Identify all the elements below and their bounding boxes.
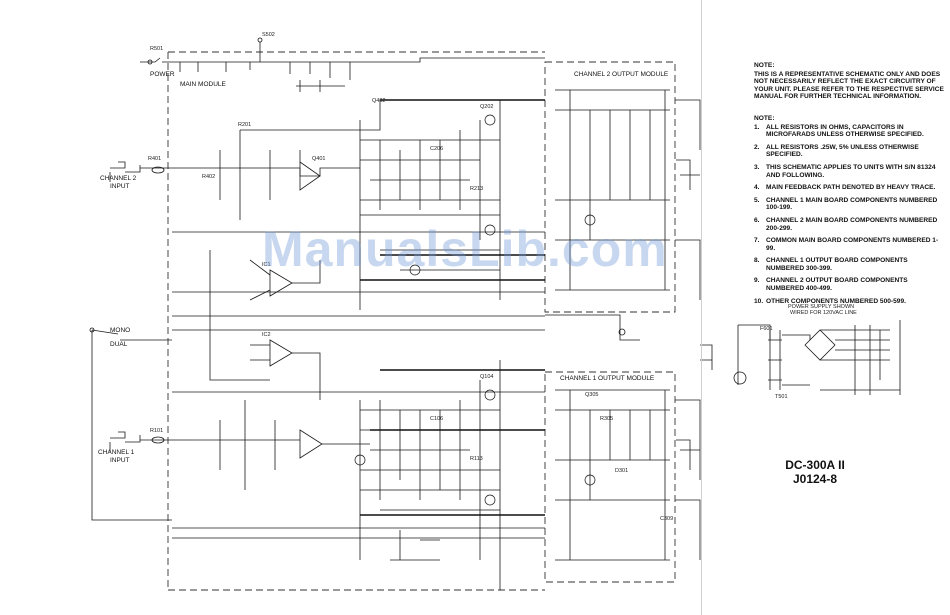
component-ref-label: Q402	[372, 98, 385, 104]
note-number: 6.	[754, 216, 760, 224]
note-text: CHANNEL 2 MAIN BOARD COMPONENTS NUMBERED…	[766, 216, 938, 232]
power-switch	[140, 57, 172, 65]
note-text: ALL RESISTORS IN OHMS, CAPACITORS IN MIC…	[766, 123, 924, 139]
note-item: 9. CHANNEL 2 OUTPUT BOARD COMPONENTS NUMB…	[754, 277, 944, 292]
ch1-output-module-boundary	[544, 371, 676, 583]
note-text: CHANNEL 2 OUTPUT BOARD COMPONENTS NUMBER…	[766, 277, 908, 293]
note-number: 9.	[754, 277, 760, 285]
component-ref-label: Q401	[312, 156, 325, 162]
note-text: ALL RESISTORS .25W, 5% UNLESS OTHERWISE …	[766, 143, 919, 159]
component-ref-label: R402	[202, 174, 215, 180]
note-text: MAIN FEEDBACK PATH DENOTED BY HEAVY TRAC…	[766, 184, 936, 192]
component-ref-label: D301	[615, 468, 628, 474]
note-text: COMMON MAIN BOARD COMPONENTS NUMBERED 1-…	[766, 237, 939, 252]
mono-dual-switch	[89, 327, 172, 521]
note-number: 2.	[754, 143, 760, 151]
main-module-boundary	[167, 51, 545, 591]
component-ref-label: IC1	[262, 262, 271, 268]
note-text: OTHER COMPONENTS NUMBERED 500-599.	[766, 297, 906, 305]
component-ref-label: R101	[150, 428, 163, 434]
model-code: J0124-8	[792, 472, 838, 486]
component-ref-label: IC2	[262, 332, 271, 338]
component-ref-label: R201	[238, 122, 251, 128]
main-module-label: MAIN MODULE	[180, 81, 227, 88]
top-rail	[172, 57, 545, 63]
component-ref-label: R305	[600, 416, 613, 422]
component-ref-label: C309	[660, 516, 673, 522]
component-ref-label: Q305	[585, 392, 598, 398]
ch1-input-jack	[109, 431, 195, 452]
page-edge	[701, 0, 702, 615]
power-supply-diagram	[733, 320, 901, 395]
note-item: 5. CHANNEL 1 MAIN BOARD COMPONENTS NUMBER…	[754, 197, 944, 212]
note-item: 7. COMMON MAIN BOARD COMPONENTS NUMBERED …	[754, 237, 944, 252]
model-name: DC-300A II	[785, 458, 845, 472]
notes-heading-1: NOTE:	[754, 62, 775, 69]
notes-list: 1. ALL RESISTORS IN OHMS, CAPACITORS IN M…	[754, 124, 944, 306]
note-item: 6. CHANNEL 2 MAIN BOARD COMPONENTS NUMBER…	[754, 217, 944, 232]
note-item: 10.OTHER COMPONENTS NUMBERED 500-599.	[754, 298, 944, 306]
manualslib-watermark: ManualsLib.com	[262, 221, 668, 277]
component-ref-label: R501	[150, 46, 163, 52]
component-ref-label: T501	[775, 394, 788, 400]
component-ref-label: F601	[760, 326, 773, 332]
note-item: 3. THIS SCHEMATIC APPLIES TO UNITS WITH S…	[754, 164, 944, 179]
note-text: CHANNEL 1 MAIN BOARD COMPONENTS NUMBERED…	[766, 196, 938, 212]
ch1-output-module-label: CHANNEL 1 OUTPUT MODULE	[560, 375, 655, 382]
note-item: 8. CHANNEL 1 OUTPUT BOARD COMPONENTS NUMB…	[754, 257, 944, 272]
ch2-feedback-trace	[360, 99, 545, 281]
note-number: 7.	[754, 237, 760, 245]
component-ref-label: Q104	[480, 374, 493, 380]
component-ref-label: Q202	[480, 104, 493, 110]
note-number: 8.	[754, 257, 760, 265]
note-item: 1. ALL RESISTORS IN OHMS, CAPACITORS IN M…	[754, 124, 944, 139]
component-ref-label: C206	[430, 146, 443, 152]
ch2-output-module-boundary	[544, 61, 676, 313]
ch1-feedback-trace	[360, 369, 545, 516]
notes-disclaimer: THIS IS A REPRESENTATIVE SCHEMATIC ONLY …	[754, 70, 944, 101]
note-text: CHANNEL 1 OUTPUT BOARD COMPONENTS NUMBER…	[766, 257, 908, 272]
model-block: DC-300A II J0124-8	[770, 458, 860, 486]
note-number: 4.	[754, 184, 760, 192]
note-item: 2. ALL RESISTORS .25W, 5% UNLESS OTHERWIS…	[754, 144, 944, 159]
dual-label: DUAL	[110, 341, 128, 348]
power-label: POWER	[150, 71, 175, 78]
note-number: 3.	[754, 163, 760, 171]
mono-label: MONO	[110, 327, 130, 334]
component-ref-label: C106	[430, 416, 443, 422]
ch2-input-jack	[109, 161, 195, 182]
component-ref-label: R213	[470, 186, 483, 192]
component-ref-label: S502	[262, 32, 275, 38]
notes-panel: NOTE: THIS IS A REPRESENTATIVE SCHEMATIC…	[754, 62, 944, 310]
note-number: 10.	[754, 297, 764, 305]
notes-heading-2: NOTE:	[754, 114, 775, 122]
component-ref-label: R113	[470, 456, 483, 462]
component-ref-label: R401	[148, 156, 161, 162]
note-number: 5.	[754, 196, 760, 204]
note-number: 1.	[754, 123, 760, 131]
note-text: THIS SCHEMATIC APPLIES TO UNITS WITH S/N…	[766, 163, 936, 179]
ch2-output-module-label: CHANNEL 2 OUTPUT MODULE	[574, 71, 669, 78]
note-item: 4. MAIN FEEDBACK PATH DENOTED BY HEAVY TR…	[754, 184, 944, 192]
